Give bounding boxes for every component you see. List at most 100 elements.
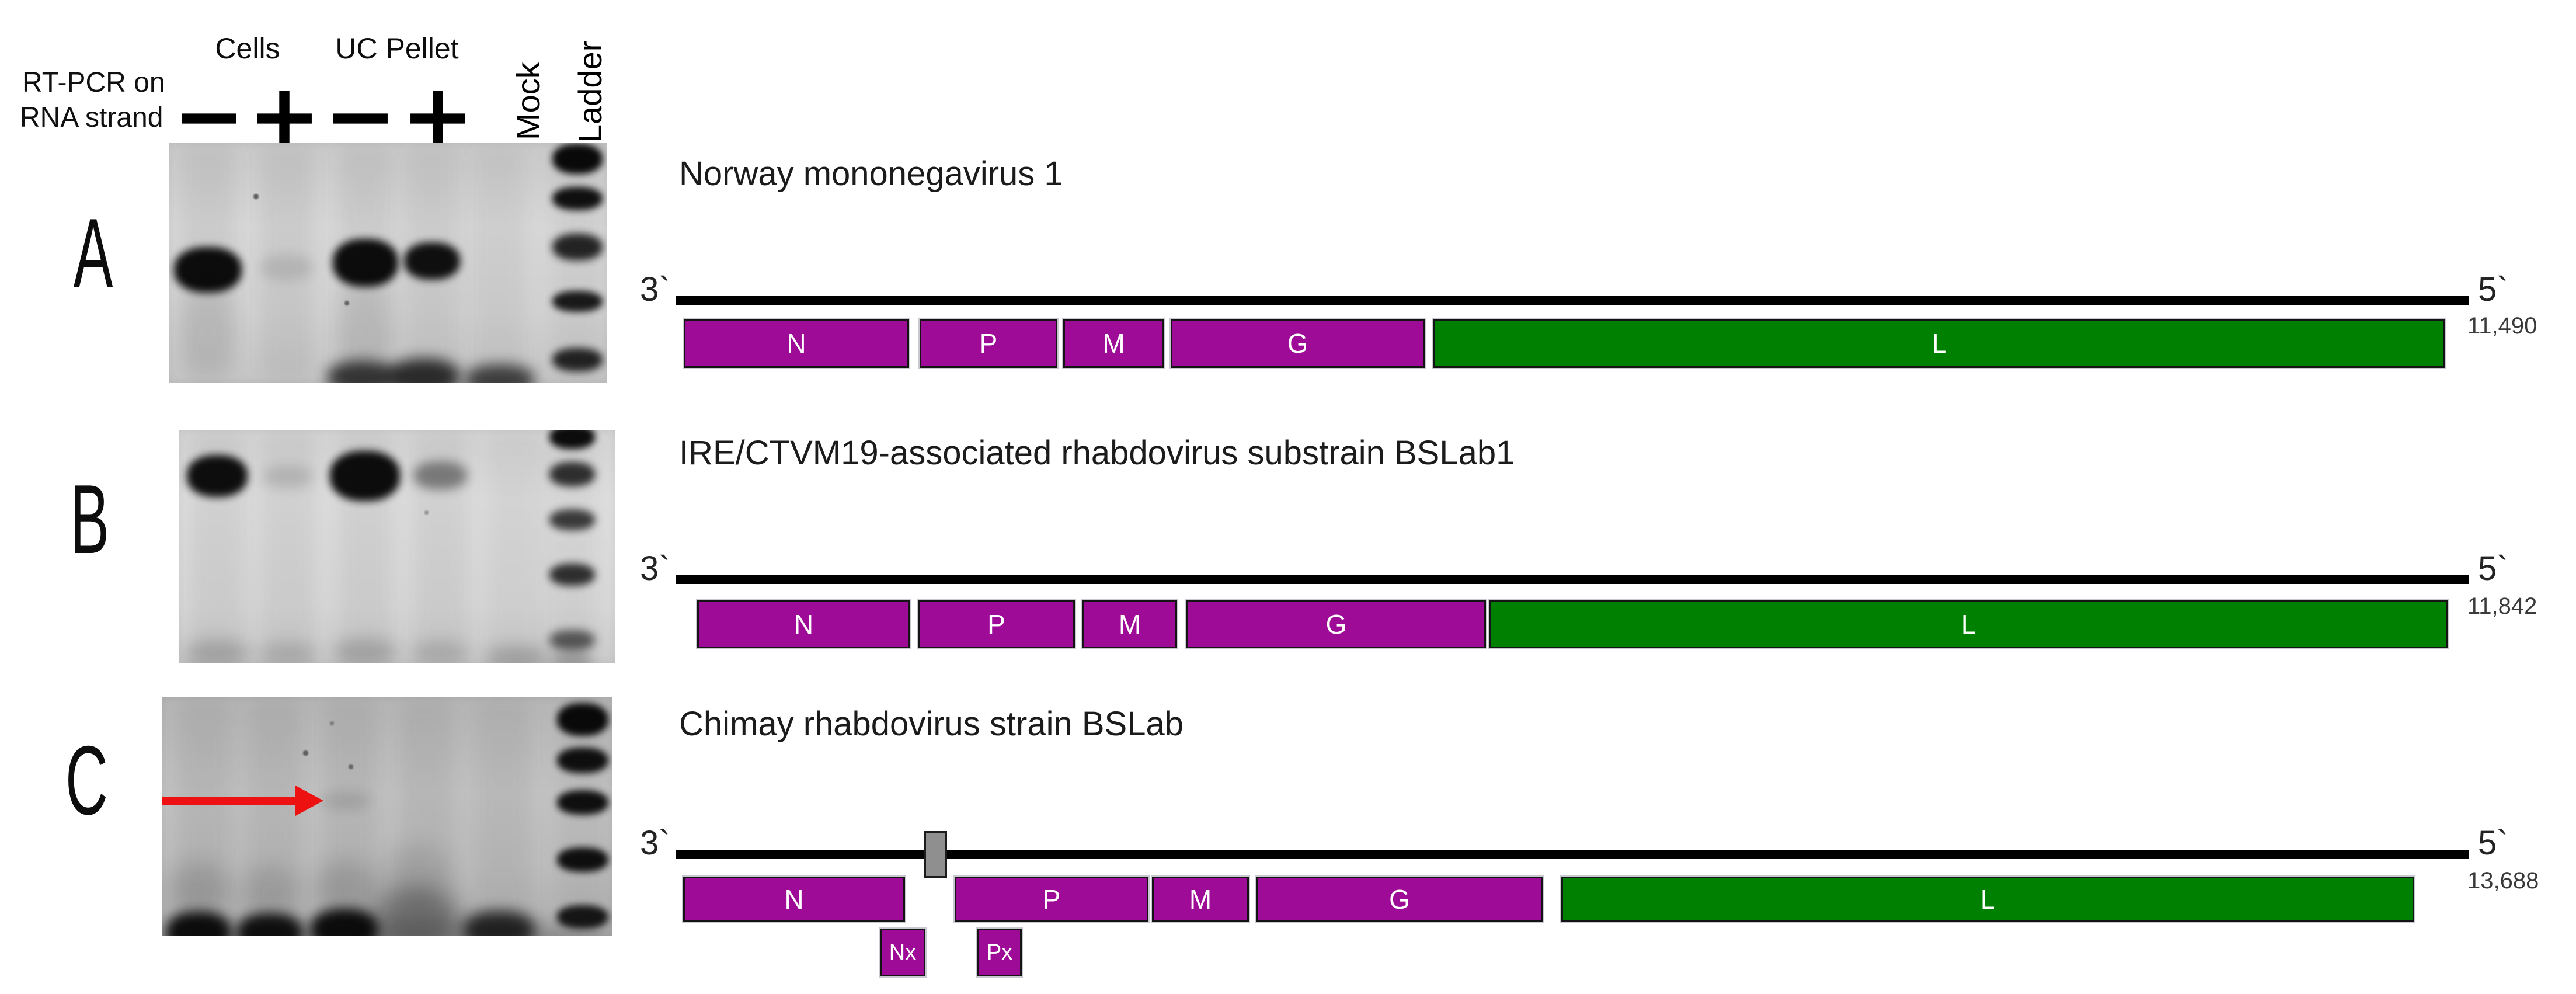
- gene-box-l-c: L: [1561, 877, 2414, 922]
- gene-box-l-b: L: [1489, 600, 2448, 648]
- five-prime-label-c: 5`: [2478, 824, 2508, 862]
- virus-name-c: Chimay rhabdovirus strain BSLab: [679, 705, 1183, 743]
- gel-band: [263, 465, 313, 488]
- gel-band: [242, 866, 298, 915]
- gel-band: [330, 451, 400, 501]
- gene-box-n-c: N: [683, 877, 905, 922]
- gel-band: [552, 348, 603, 371]
- gel-band: [388, 359, 460, 383]
- group-label-cells: Cells: [215, 32, 280, 65]
- gel-photo-c: [162, 697, 612, 936]
- gel-band: [464, 911, 535, 936]
- gene-box-nx-c: Nx: [880, 929, 925, 976]
- gel-band: [302, 750, 308, 756]
- gel-lane-streak: [260, 432, 316, 661]
- gel-band: [169, 861, 228, 914]
- panel-letter-c: C: [65, 725, 108, 835]
- gene-box-p-a: P: [920, 319, 1057, 368]
- gene-overlap-box-c: [924, 831, 947, 878]
- gel-band: [552, 187, 603, 210]
- gene-box-n-b: N: [697, 600, 910, 648]
- gel-band: [557, 748, 608, 773]
- genome-length-c: 13,688: [2467, 868, 2539, 894]
- gene-box-p-b: P: [918, 600, 1075, 648]
- gene-box-g-b: G: [1186, 600, 1486, 648]
- gene-box-m-a: M: [1063, 319, 1164, 368]
- gel-band: [311, 909, 378, 936]
- genome-line-a: [676, 296, 2469, 305]
- assay-label-line2: RNA strand: [20, 102, 163, 133]
- virus-name-b: IRE/CTVM19-associated rhabdovirus substr…: [679, 434, 1515, 472]
- gel-lane-streak: [398, 700, 454, 934]
- gel-band: [411, 642, 469, 663]
- gel-band: [253, 193, 259, 199]
- assay-label-line1: RT-PCR on: [22, 67, 165, 98]
- gel-band: [327, 361, 397, 383]
- ladder-lane-label: Ladder: [572, 40, 608, 143]
- gene-box-px-c: Px: [977, 929, 1022, 976]
- gel-band: [549, 564, 595, 586]
- gene-box-g-c: G: [1256, 877, 1543, 922]
- gel-band: [552, 234, 603, 260]
- gel-band: [404, 242, 460, 280]
- genome-length-a: 11,490: [2467, 313, 2537, 339]
- band-pointer-arrow-head: [295, 786, 323, 816]
- gel-band: [381, 847, 451, 905]
- group-label-uc-pellet: UC Pellet: [335, 32, 459, 65]
- gel-band: [337, 283, 394, 371]
- gel-band: [485, 647, 549, 663]
- gel-lane-streak: [558, 700, 608, 934]
- gene-box-p-c: P: [955, 877, 1148, 922]
- genome-length-b: 11,842: [2467, 593, 2537, 619]
- gel-lane-streak: [322, 700, 378, 934]
- gene-box-g-a: G: [1171, 319, 1425, 368]
- gel-band: [174, 247, 242, 293]
- gene-box-l-a: L: [1433, 319, 2445, 368]
- gel-band: [315, 860, 374, 913]
- gel-band: [552, 144, 603, 174]
- band-pointer-arrow-line: [162, 797, 295, 805]
- gel-band: [349, 764, 353, 769]
- gel-lane-streak: [246, 700, 302, 934]
- gel-band: [549, 462, 595, 486]
- three-prime-label-a: 3`: [640, 270, 670, 308]
- gel-band: [549, 630, 595, 650]
- gel-band: [180, 283, 236, 371]
- gel-band: [552, 291, 603, 312]
- panel-letter-a: A: [74, 198, 113, 308]
- gel-lane-streak: [486, 432, 542, 661]
- gel-band: [557, 847, 608, 872]
- gel-band: [424, 510, 429, 515]
- gel-lane-streak: [552, 145, 603, 381]
- five-prime-label-b: 5`: [2478, 550, 2508, 588]
- genome-line-c: [676, 850, 2469, 859]
- gel-band: [259, 644, 317, 663]
- gel-band: [185, 641, 249, 663]
- gel-band: [557, 790, 608, 815]
- gel-band: [552, 652, 593, 663]
- gel-lane-streak: [472, 145, 525, 381]
- gel-band: [413, 461, 467, 489]
- three-prime-label-b: 3`: [640, 550, 670, 588]
- gel-photo-a: [169, 143, 607, 383]
- gel-band: [333, 239, 398, 287]
- gel-band: [237, 913, 302, 936]
- gel-band: [333, 640, 397, 663]
- gel-band: [344, 301, 349, 305]
- gel-band: [321, 791, 370, 810]
- gene-box-m-c: M: [1152, 877, 1249, 922]
- gel-lane-streak: [474, 700, 530, 934]
- gene-box-m-b: M: [1082, 600, 1177, 648]
- gel-band: [557, 703, 608, 736]
- gel-lane-streak: [412, 432, 468, 661]
- mock-lane-label: Mock: [510, 62, 546, 140]
- gel-band: [162, 923, 612, 936]
- gel-band: [166, 912, 231, 936]
- gel-photo-b: [179, 430, 615, 663]
- gel-band: [187, 455, 248, 497]
- gene-box-n-a: N: [684, 319, 909, 368]
- three-prime-label-c: 3`: [640, 824, 670, 862]
- panel-letter-b: B: [70, 464, 110, 574]
- virus-name-a: Norway mononegavirus 1: [679, 155, 1063, 193]
